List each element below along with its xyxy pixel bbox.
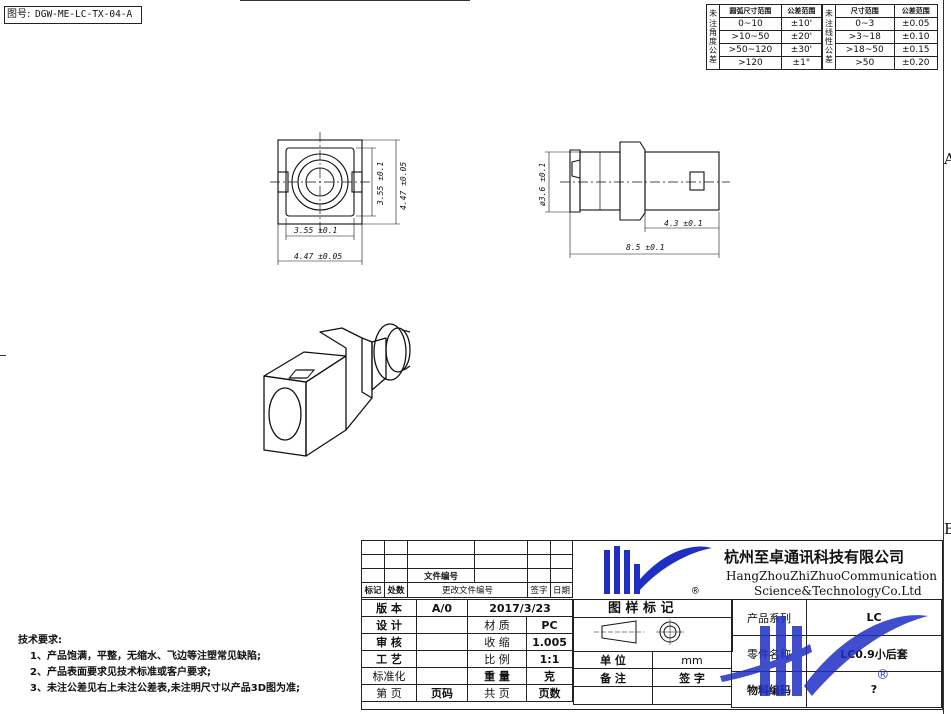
dim-front-width: 3.55 ±0.1: [293, 226, 337, 235]
zone-label-a: A: [944, 150, 951, 168]
material-label: 材 质: [467, 616, 527, 634]
linear-tolerance-table: 未注线性公差 尺寸范围 公差范围 0~3±0.05 >3~18±0.10 >18…: [822, 4, 938, 70]
side-view-shoulder: [619, 141, 646, 221]
design-label: 设 计: [361, 616, 417, 634]
drawing-number-box: 图号: DGW-ME-LC-TX-04-A: [4, 6, 142, 24]
company-name-en-1: HangZhouZhiZhuoCommunication: [726, 569, 937, 583]
standard-label: 标准化: [361, 667, 417, 685]
dim-body-length: 4.3 ±0.1: [664, 219, 703, 228]
iso-bore: [268, 387, 302, 441]
dim-front-height: 3.55 ±0.1: [376, 162, 385, 206]
scale-label: 比 例: [467, 650, 527, 668]
dim-side-diameter: ø3.6 ±0.1: [538, 163, 547, 206]
revision-table: 文件编号 标记 处数 更改文件编号 签字 日期: [361, 540, 573, 598]
projection-cone-icon: [601, 620, 637, 644]
weight-value: 克: [526, 667, 573, 685]
dim-outer-width: 4.47 ±0.05: [294, 252, 342, 261]
count-header: 处数: [384, 582, 408, 598]
version-label: 版 本: [361, 599, 417, 617]
page-number: 页码: [416, 684, 468, 702]
tech-note-2: 2、产品表面要求见技术标准或客户要求;: [30, 667, 211, 678]
logo-registered-mark: ®: [692, 584, 699, 597]
unit-table: 单 位 mm 备 注 签 字: [573, 651, 732, 705]
drawing-number: DGW-ME-LC-TX-04-A: [35, 9, 133, 20]
iso-side-face: [305, 355, 347, 457]
review-label: 审 核: [361, 633, 417, 651]
iso-flange: [373, 323, 407, 381]
projection-symbol: [594, 619, 684, 645]
tech-note-1: 1、产品饱满，平整，无缩水、飞边等注塑常见缺陷;: [30, 651, 261, 662]
sheet-right-edge: [943, 0, 944, 714]
unit-label: 单 位: [573, 651, 653, 669]
company-name-cn: 杭州至卓通讯科技有限公司: [724, 548, 905, 566]
linear-range-4: >50: [835, 56, 895, 70]
tech-notes: 技术要求: 1、产品饱满，平整，无缩水、飞边等注塑常见缺陷; 2、产品表面要求见…: [18, 633, 300, 697]
mark-header: 标记: [361, 582, 385, 598]
side-view-body: [644, 151, 720, 211]
file-number-header: 文件编号: [407, 568, 475, 583]
drawing-number-label: 图号:: [7, 9, 31, 20]
linear-tol-1: ±0.05: [893, 17, 938, 31]
company-logo: ®: [604, 546, 712, 597]
iso-collar: [371, 337, 387, 391]
version-value: A/0: [416, 599, 468, 617]
change-file-header: 更改文件编号: [407, 582, 528, 598]
scale-value: 1:1: [526, 650, 573, 668]
dim-outer-height: 4.47 ±0.05: [399, 162, 408, 210]
watermark-logo: ®: [720, 615, 928, 696]
remark-label: 备 注: [573, 668, 653, 687]
logo-bars-icon: [604, 546, 712, 594]
side-view: [545, 141, 730, 258]
version-date: 2017/3/23: [467, 599, 573, 617]
watermark-registered-mark: ®: [878, 665, 888, 684]
front-view: [270, 132, 400, 265]
date-header: 日期: [550, 582, 573, 598]
iso-flange-inner: [385, 327, 411, 373]
front-view-inner: [285, 147, 355, 217]
isometric-view: [263, 323, 411, 457]
sheet-top-edge: [240, 0, 470, 3]
dim-total-length: 8.5 ±0.1: [626, 243, 665, 252]
sheet-left-tick: [0, 355, 6, 356]
drawing-mark-label: 图 样 标 记: [608, 601, 674, 616]
side-view-flange: [569, 149, 581, 213]
zone-label-b: B: [944, 520, 951, 538]
tech-notes-title: 技术要求:: [18, 635, 62, 646]
angle-tolerance-title: 未注角度公差: [706, 4, 720, 70]
angle-range-4: >120: [719, 56, 782, 70]
iso-window: [288, 369, 315, 379]
watermark-bars-icon: [720, 615, 928, 696]
angle-tol-4: ±1°: [780, 56, 823, 70]
side-view-window: [689, 171, 705, 191]
info-table: 版 本 A/0 2017/3/23 设 计 材 质 PC 审 核 收 缩 1.0…: [361, 599, 573, 702]
shrink-value: 1.005: [526, 633, 573, 651]
company-name-en-2: Science&TechnologyCo.Ltd: [754, 584, 922, 598]
shrink-label: 收 缩: [467, 633, 527, 651]
linear-tol-4: ±0.20: [893, 56, 938, 70]
angle-tolerance-table: 未注角度公差 圆弧尺寸范围 公差范围 0~10±10' >10~50±20' >…: [706, 4, 823, 70]
sign-header: 签字: [527, 582, 551, 598]
tech-note-3: 3、未注公差见右上未注公差表,未注明尺寸以产品3D图为准;: [30, 683, 301, 694]
process-label: 工 艺: [361, 650, 417, 668]
total-pages: 页数: [526, 684, 573, 702]
page-label: 第 页: [361, 684, 417, 702]
material-value: PC: [526, 616, 573, 634]
total-pages-label: 共 页: [467, 684, 527, 702]
material-code-value: ?: [806, 671, 942, 708]
weight-label: 重 量: [467, 667, 527, 685]
linear-tolerance-title: 未注线性公差: [822, 4, 836, 70]
